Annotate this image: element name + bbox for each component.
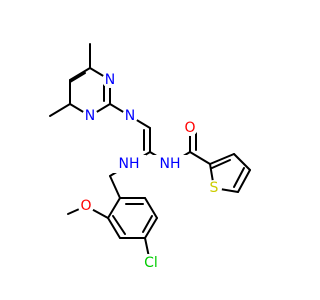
bond [142,215,153,233]
atom-label-nh-right: NH [160,156,181,172]
atom-label-o-carbonyl: O [184,120,195,136]
atom-s-thiophene: S [206,180,222,196]
atom-n-pyr-2: N [82,108,98,124]
molecule-diagram: N N N NH NH O S O [49,43,251,272]
bond [69,67,91,81]
bond [233,153,251,171]
bond [107,217,121,239]
atom-label-cl: Cl [144,255,158,271]
atom-label-n-imine: N [125,108,135,124]
atom-label-n-pyr-1: N [105,72,115,88]
bond [209,153,235,165]
atom-label-layer: N N N NH NH O S O [78,72,222,272]
bond [189,151,211,165]
atom-n-pyr-1: N [102,72,118,88]
atom-label-s-thiophene: S [210,180,219,196]
bond [107,197,121,219]
bond [109,175,121,199]
bond [112,215,126,235]
atom-o-carbonyl: O [182,120,198,136]
atom-label-nh-left: NH [119,156,140,172]
bond [49,103,71,117]
bond [237,169,251,193]
atom-o-methoxy: O [78,198,94,214]
bond [233,167,245,188]
atom-n-imine: N [122,108,138,124]
atom-label-n-pyr-2: N [85,108,95,124]
atom-label-o-methoxy: O [80,198,91,214]
bond [144,217,158,239]
bond [144,197,158,219]
atom-nh-left: NH [112,155,146,173]
bond [69,72,86,83]
bond-layer [49,43,251,263]
bond [211,159,231,169]
atom-nh-right: NH [153,155,187,173]
atom-cl: Cl [138,254,164,272]
